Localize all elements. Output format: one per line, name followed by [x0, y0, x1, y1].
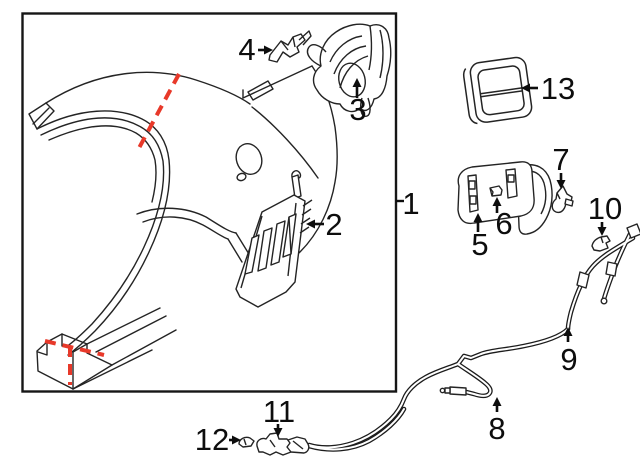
- callout-6: 6: [492, 197, 513, 241]
- callout-10-arrow: [597, 227, 607, 236]
- callout-2: 2: [306, 207, 343, 242]
- callout-7: 7: [552, 142, 570, 189]
- part-8-art-cable-end: [449, 386, 467, 396]
- callout-13-label: 13: [541, 71, 575, 106]
- part-3-art-filler-pocket: [306, 23, 392, 117]
- callout-8-label: 8: [488, 411, 505, 446]
- callout-9: 9: [560, 327, 578, 377]
- callout-6-arrow: [492, 197, 502, 206]
- quarter-panel-art: [28, 65, 338, 390]
- callout-3-label: 3: [349, 92, 366, 127]
- callout-12-label: 12: [195, 422, 229, 457]
- callout-12-arrow: [232, 435, 241, 445]
- callout-1-label: 1: [402, 186, 419, 221]
- callout-9-label: 9: [560, 342, 577, 377]
- callout-13: 13: [521, 71, 575, 106]
- callout-5-arrow: [473, 213, 483, 222]
- part-4-art-bracket: [268, 30, 312, 63]
- callout-12: 12: [195, 422, 241, 457]
- callout-3: 3: [349, 78, 367, 127]
- callout-4-arrow: [264, 45, 273, 55]
- callout-11-arrow: [273, 428, 283, 437]
- callout-2-arrow: [306, 219, 315, 229]
- callout-4: 4: [238, 32, 273, 67]
- callout-8: 8: [488, 397, 506, 446]
- callout-7-arrow: [556, 180, 566, 189]
- callout-2-label: 2: [325, 207, 342, 242]
- callout-10: 10: [588, 191, 622, 236]
- callout-7-label: 7: [552, 142, 569, 177]
- callout-5-label: 5: [471, 227, 488, 262]
- callout-8-arrow: [492, 397, 502, 406]
- section-cut-dashed-lines: [44, 73, 181, 385]
- part-13-art-bezel: [462, 56, 533, 125]
- callout-5: 5: [471, 213, 489, 262]
- section-line-lower-diagonal: [44, 339, 105, 357]
- part-12-art-clip: [238, 436, 255, 448]
- section-line-upper: [137, 73, 181, 149]
- part-5-art-fuel-door: [457, 161, 553, 235]
- callout-11: 11: [263, 394, 295, 437]
- callout-10-label: 10: [588, 191, 622, 226]
- callouts: 1 2 3 4 5 6 7: [195, 32, 622, 457]
- callout-6-label: 6: [495, 206, 512, 241]
- callout-13-arrow: [521, 83, 530, 93]
- callout-9-arrow: [563, 327, 573, 336]
- fuel-filler-hole: [235, 143, 263, 175]
- callout-3-arrow: [352, 78, 362, 87]
- cable-handle-and-clips-art: [238, 432, 310, 456]
- callout-11-label: 11: [263, 394, 295, 429]
- callout-4-label: 4: [238, 32, 255, 67]
- part-7-art-latch: [551, 185, 574, 214]
- part-9-art-release-cable: [306, 223, 640, 452]
- part-10-art-clip: [591, 235, 611, 252]
- callout-1: 1: [396, 186, 420, 221]
- part-11-art-bracket: [256, 432, 292, 456]
- part-2-art-extension-panel: [235, 170, 313, 308]
